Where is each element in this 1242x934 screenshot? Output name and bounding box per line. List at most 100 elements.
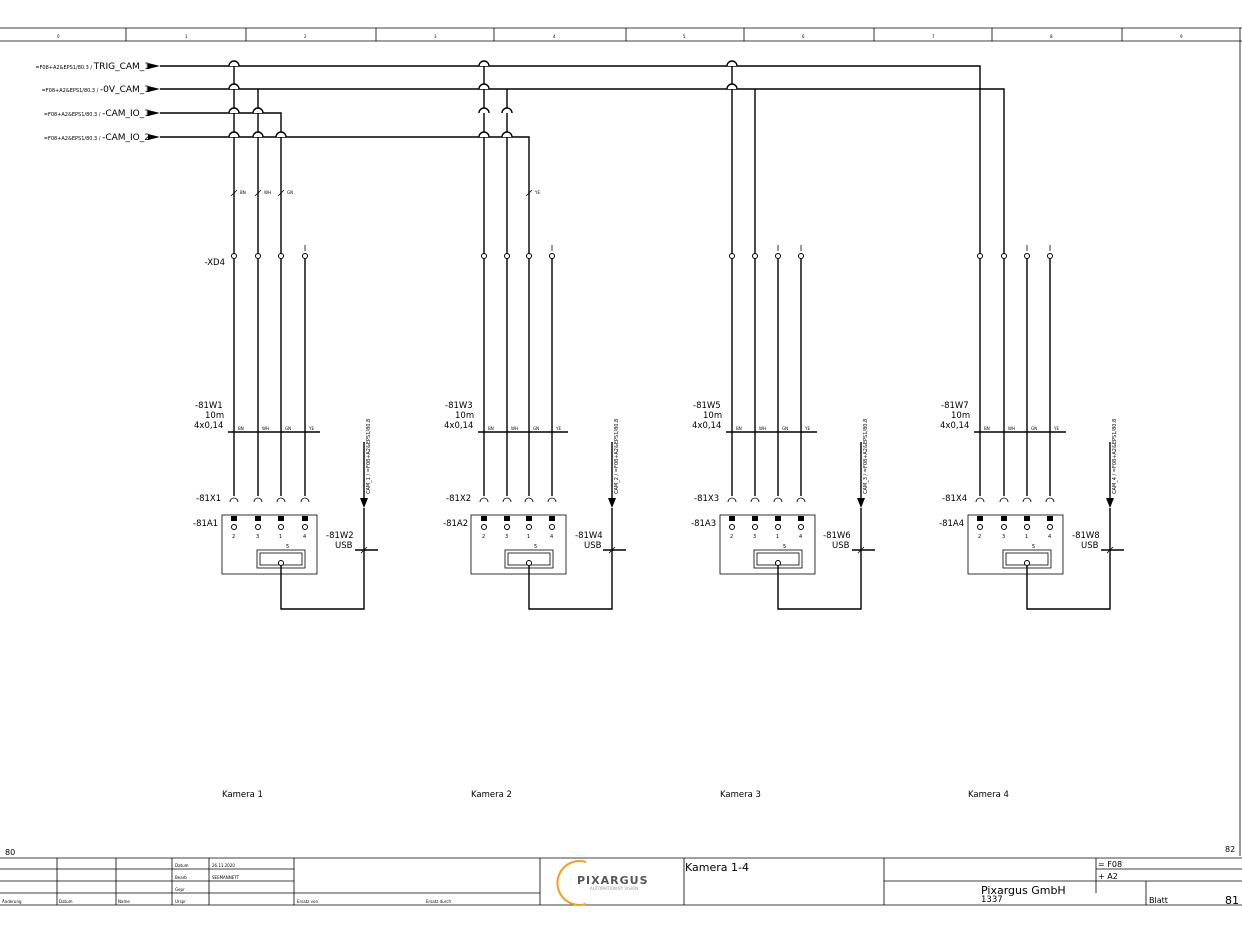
- column-number: 7: [932, 34, 935, 39]
- usb-cable-id: -81W8: [1072, 531, 1100, 541]
- usb-cable-id: -81W6: [823, 531, 851, 541]
- wire-color-label: YE: [534, 190, 540, 195]
- wire-color-label: GN: [533, 426, 539, 431]
- cam-ref-label: CAM_2 / =F08+A2&EPS1/80.8: [614, 419, 620, 494]
- usb-pin-number: 5: [286, 544, 289, 550]
- signal-arrow: [148, 63, 160, 69]
- connector-id: -81X4: [942, 494, 967, 504]
- wire-color-label: YE: [308, 426, 314, 431]
- cam-ref-label: CAM_3 / =F08+A2&EPS1/80.8: [863, 419, 869, 494]
- blatt-label: Blatt: [1149, 896, 1168, 905]
- cable-section: 4x0,14: [444, 421, 473, 431]
- column-ruler: 0 1 2 3 4 5 6 7 8 9: [0, 27, 1242, 856]
- wire-color-label: BN: [736, 426, 742, 431]
- wire-color-label: BN: [984, 426, 990, 431]
- cam-ref-arrow: [1106, 498, 1114, 508]
- upper-wire-marks: BN WH GN YE: [230, 189, 540, 197]
- column-number: 3: [434, 34, 437, 39]
- device-id: -81A1: [193, 519, 218, 529]
- terminal-strip: [231, 245, 308, 259]
- cam-ref-arrow: [857, 498, 865, 508]
- camera-name: Kamera 3: [720, 790, 761, 800]
- crossing-arcs: [228, 60, 738, 138]
- pin-number: 3: [753, 534, 756, 540]
- camera-device-box: [719, 514, 816, 575]
- bearb-label: Bearb: [175, 875, 187, 880]
- camera-device-box: [967, 514, 1064, 575]
- column-number: 4: [553, 34, 556, 39]
- terminal-strip: [481, 245, 555, 259]
- ersatz-von-label: Ersatz von: [297, 899, 318, 904]
- datum-label: Datum: [175, 863, 189, 868]
- signal-arrows: [148, 63, 160, 140]
- signal-cam-io-2: =F08+A2&EPS1/80.3 / -CAM_IO_2: [44, 133, 150, 143]
- wire-color-label: GN: [287, 190, 293, 195]
- pin-number: 2: [730, 534, 733, 540]
- cable-section: 4x0,14: [940, 421, 969, 431]
- column-number: 0: [57, 34, 60, 39]
- cable-id: -81W7: [941, 401, 969, 411]
- cable-length: 10m: [205, 411, 224, 421]
- terminal-strip-label: -XD4: [205, 258, 225, 268]
- signal-arrow: [148, 134, 160, 140]
- pin-number: 4: [303, 534, 306, 540]
- cable-length: 10m: [951, 411, 970, 421]
- wire-color-label: YE: [804, 426, 810, 431]
- pin-number: 2: [978, 534, 981, 540]
- wire-color-label: YE: [1053, 426, 1059, 431]
- blatt-value: 81: [1225, 894, 1239, 907]
- cable-section: 4x0,14: [194, 421, 223, 431]
- usb-cable-type: USB: [1081, 541, 1099, 551]
- camera-group-3: BN WH GN YE -81W5 10m 4x0,14 -81X3 -81A3…: [691, 245, 875, 800]
- usb-cable-type: USB: [832, 541, 850, 551]
- usb-cable-id: -81W2: [326, 531, 354, 541]
- bearb-value: SEEMANNETT: [212, 875, 240, 880]
- pin-number: 1: [1025, 534, 1028, 540]
- camera-device-box: [221, 514, 318, 575]
- column-number: 2: [304, 34, 307, 39]
- pin-number: 1: [527, 534, 530, 540]
- page-prev-ref: 80: [5, 848, 15, 857]
- usb-pin-number: 5: [1032, 544, 1035, 550]
- pin-number: 3: [256, 534, 259, 540]
- camera-group-1: BN WH GN YE -81W1 10m 4x0,14 -81X1 -81A1…: [193, 245, 378, 800]
- column-number: 8: [1050, 34, 1053, 39]
- camera-device-box: [470, 514, 567, 575]
- pin-number: 4: [1048, 534, 1051, 540]
- cable-id: -81W5: [693, 401, 721, 411]
- cam-ref-arrow: [608, 498, 616, 508]
- cable-length: 10m: [703, 411, 722, 421]
- cable-id: -81W3: [445, 401, 473, 411]
- gepr-label: Gepr: [175, 887, 185, 892]
- device-id: -81A3: [691, 519, 716, 529]
- terminal-strip: [977, 245, 1053, 259]
- connector-id: -81X2: [446, 494, 471, 504]
- ersatz-durch-label: Ersatz durch: [426, 899, 451, 904]
- pin-number: 1: [279, 534, 282, 540]
- datum-value: 26.11.2020: [212, 863, 235, 868]
- column-number: 5: [683, 34, 686, 39]
- device-id: -81A2: [443, 519, 468, 529]
- cam-ref-label: CAM_1 / =F08+A2&EPS1/80.8: [366, 419, 372, 494]
- wire-color-label: GN: [285, 426, 291, 431]
- cable-id: -81W1: [195, 401, 223, 411]
- camera-name: Kamera 4: [968, 790, 1009, 800]
- logo-text: PIXARGUS: [577, 874, 649, 887]
- column-number: 1: [185, 34, 188, 39]
- wire-color-label: WH: [1008, 426, 1015, 431]
- wire-color-label: YE: [555, 426, 561, 431]
- signal-arrow: [148, 86, 160, 92]
- pin-number: 3: [1002, 534, 1005, 540]
- location-code: + A2: [1098, 872, 1118, 881]
- wire-color-label: WH: [511, 426, 518, 431]
- camera-group-4: BN WH GN YE -81W7 10m 4x0,14 -81X4 -81A4…: [939, 245, 1124, 800]
- camera-group-2: BN WH GN YE -81W3 10m 4x0,14 -81X2 -81A2…: [443, 245, 626, 800]
- wire-color-label: WH: [262, 426, 269, 431]
- pin-number: 4: [550, 534, 553, 540]
- connector-id: -81X1: [196, 494, 221, 504]
- wire-color-label: GN: [1031, 426, 1037, 431]
- cam-ref-label: CAM_4 / =F08+A2&EPS1/80.8: [1112, 419, 1118, 494]
- cable-section: 4x0,14: [692, 421, 721, 431]
- name-col-label: Name: [118, 899, 130, 904]
